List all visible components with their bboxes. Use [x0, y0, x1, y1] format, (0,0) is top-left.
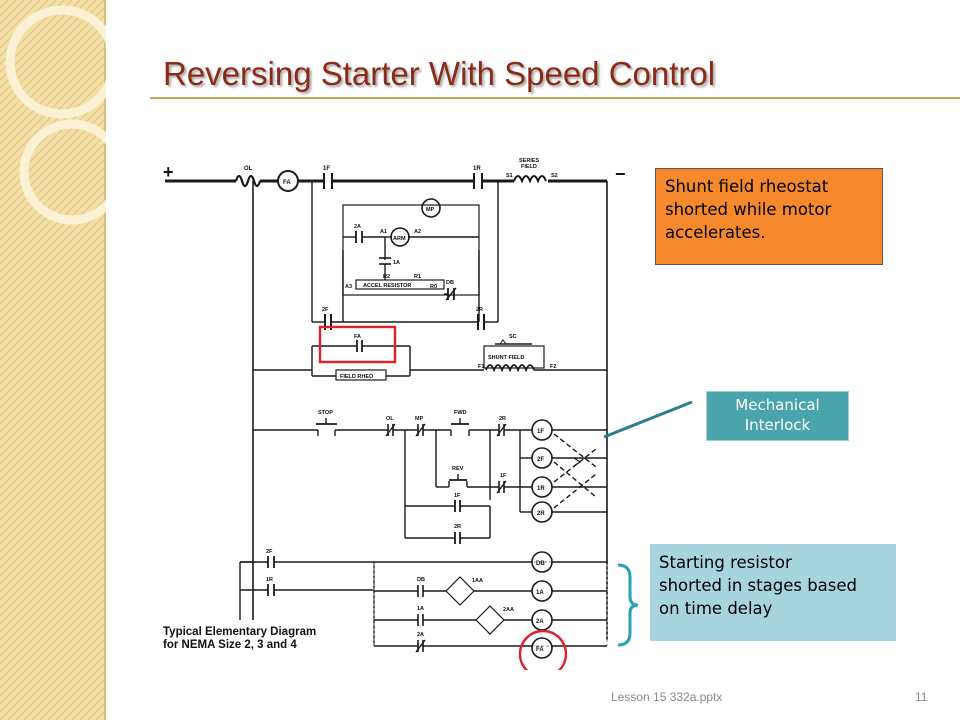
sidebar-ring-small: [19, 119, 106, 225]
sidebar-ring-large: [5, 5, 106, 119]
diagram-label: 2A: [354, 224, 361, 230]
diagram-label: 2F: [537, 457, 544, 463]
diagram-label: 1AA: [472, 578, 483, 584]
starting-resistor-callout: Starting resistor shorted in stages base…: [650, 544, 896, 641]
diagram-label: OL: [386, 416, 394, 422]
callout-line: shorted while motor: [665, 200, 832, 219]
diagram-label: 2R: [537, 511, 545, 517]
diagram-label: STOP: [318, 410, 333, 416]
diagram-label: 2F: [322, 307, 329, 313]
diagram-label: F1: [478, 364, 484, 370]
diagram-label: FA: [283, 180, 291, 186]
diagram-label: FA: [354, 334, 361, 340]
resistor-bracket: [617, 563, 639, 647]
diagram-label: A2: [414, 229, 421, 235]
diagram-label: 2A: [417, 632, 424, 638]
diagram-label: 2R: [454, 524, 461, 530]
mechanical-interlock-callout: Mechanical Interlock: [706, 391, 849, 441]
callout-line: Starting resistor: [659, 553, 792, 572]
diagram-label: ACCEL RESISTOR: [363, 283, 411, 289]
diagram-label: A1: [380, 229, 387, 235]
shunt-field-circuit: FA FIELD RHEO SC SHUNT FIELD F1 F2: [253, 334, 607, 381]
diagram-label: OL: [244, 166, 253, 172]
diagram-label: A3: [345, 284, 352, 290]
diagram-caption: Typical Elementary Diagram for NEMA Size…: [163, 626, 316, 652]
diagram-label: S2: [551, 173, 558, 179]
diagram-label: SC: [509, 334, 517, 340]
title-rule: [150, 97, 960, 99]
diagram-label: 1A: [536, 590, 544, 596]
callout-line: Shunt field rheostat: [665, 177, 829, 196]
diagram-label: 1R: [537, 486, 545, 492]
shunt-field-callout: Shunt field rheostat shorted while motor…: [655, 168, 883, 265]
diagram-label: 2F: [266, 549, 273, 555]
footer-page-number: 11: [915, 690, 928, 704]
callout-line: Mechanical: [735, 396, 820, 414]
diagram-label: FA: [536, 647, 544, 653]
fa-coil-highlight: [518, 629, 568, 670]
diagram-label: DB: [417, 577, 425, 583]
diagram-label: MP: [415, 416, 424, 422]
circuit-diagram: + − OL FA 1F 1R SERIES FIELD S1 S2 2A MP…: [163, 158, 626, 670]
diagram-label: 1F: [454, 493, 461, 499]
diagram-label: FIELD: [521, 164, 537, 170]
slide-title: Reversing Starter With Speed Control: [163, 55, 716, 92]
diagram-label: 1F: [323, 166, 330, 172]
diagram-label: 2R: [499, 416, 506, 422]
fa-contact-highlight: [318, 325, 397, 364]
interlock-leader-line: [603, 400, 693, 439]
control-rungs: STOP OL MP FWD 2R REV 1F 1F: [253, 410, 607, 544]
diagram-label: R0: [430, 284, 437, 290]
shunt-field-coil: [485, 364, 535, 373]
diagram-label: R2: [383, 274, 390, 280]
diagram-label: 2A: [536, 619, 544, 625]
diagram-label: 1A: [417, 606, 424, 612]
diagram-label: 1R: [266, 577, 273, 583]
callout-line: Interlock: [744, 416, 811, 434]
diagram-label: S1: [506, 173, 513, 179]
diagram-label: SERIES: [519, 158, 540, 164]
diagram-label: SHUNT FIELD: [488, 355, 524, 361]
diagram-label: FWD: [454, 410, 467, 416]
timing-section: 2F 1R DB DB 1AA 1A 1A 2AA 2A: [239, 549, 608, 659]
diagram-label: 1F: [500, 473, 507, 479]
callout-line: on time delay: [659, 599, 773, 618]
ol-heater: [234, 174, 262, 188]
diagram-label: 1F: [537, 429, 544, 435]
diagram-label: DB: [536, 561, 545, 567]
diagram-label: F2: [550, 364, 556, 370]
diagram-label: 2AA: [503, 607, 514, 613]
minus-label: −: [615, 164, 626, 184]
diagram-label: 1R: [473, 166, 481, 172]
diagram-label: 1A: [393, 260, 400, 266]
diagram-label: MP: [426, 207, 435, 213]
callout-line: accelerates.: [665, 223, 766, 242]
diagram-label: R1: [414, 274, 421, 280]
diagram-label: REV: [452, 466, 464, 472]
fa-relay-coil: [277, 170, 299, 192]
diagram-label: FIELD RHEO: [340, 374, 374, 380]
plus-label: +: [163, 162, 174, 182]
diagram-label: ARM: [393, 236, 406, 242]
series-field-coil: [513, 175, 547, 184]
diagram-caption-line: for NEMA Size 2, 3 and 4: [163, 639, 297, 651]
diagram-caption-line: Typical Elementary Diagram: [163, 626, 317, 638]
callout-line: shorted in stages based: [659, 576, 858, 595]
mechanical-interlock-link: [553, 433, 597, 509]
diagram-label: DB: [446, 280, 454, 286]
footer-filename: Lesson 15 332a.pptx: [611, 690, 723, 704]
decorative-sidebar: [0, 0, 106, 720]
